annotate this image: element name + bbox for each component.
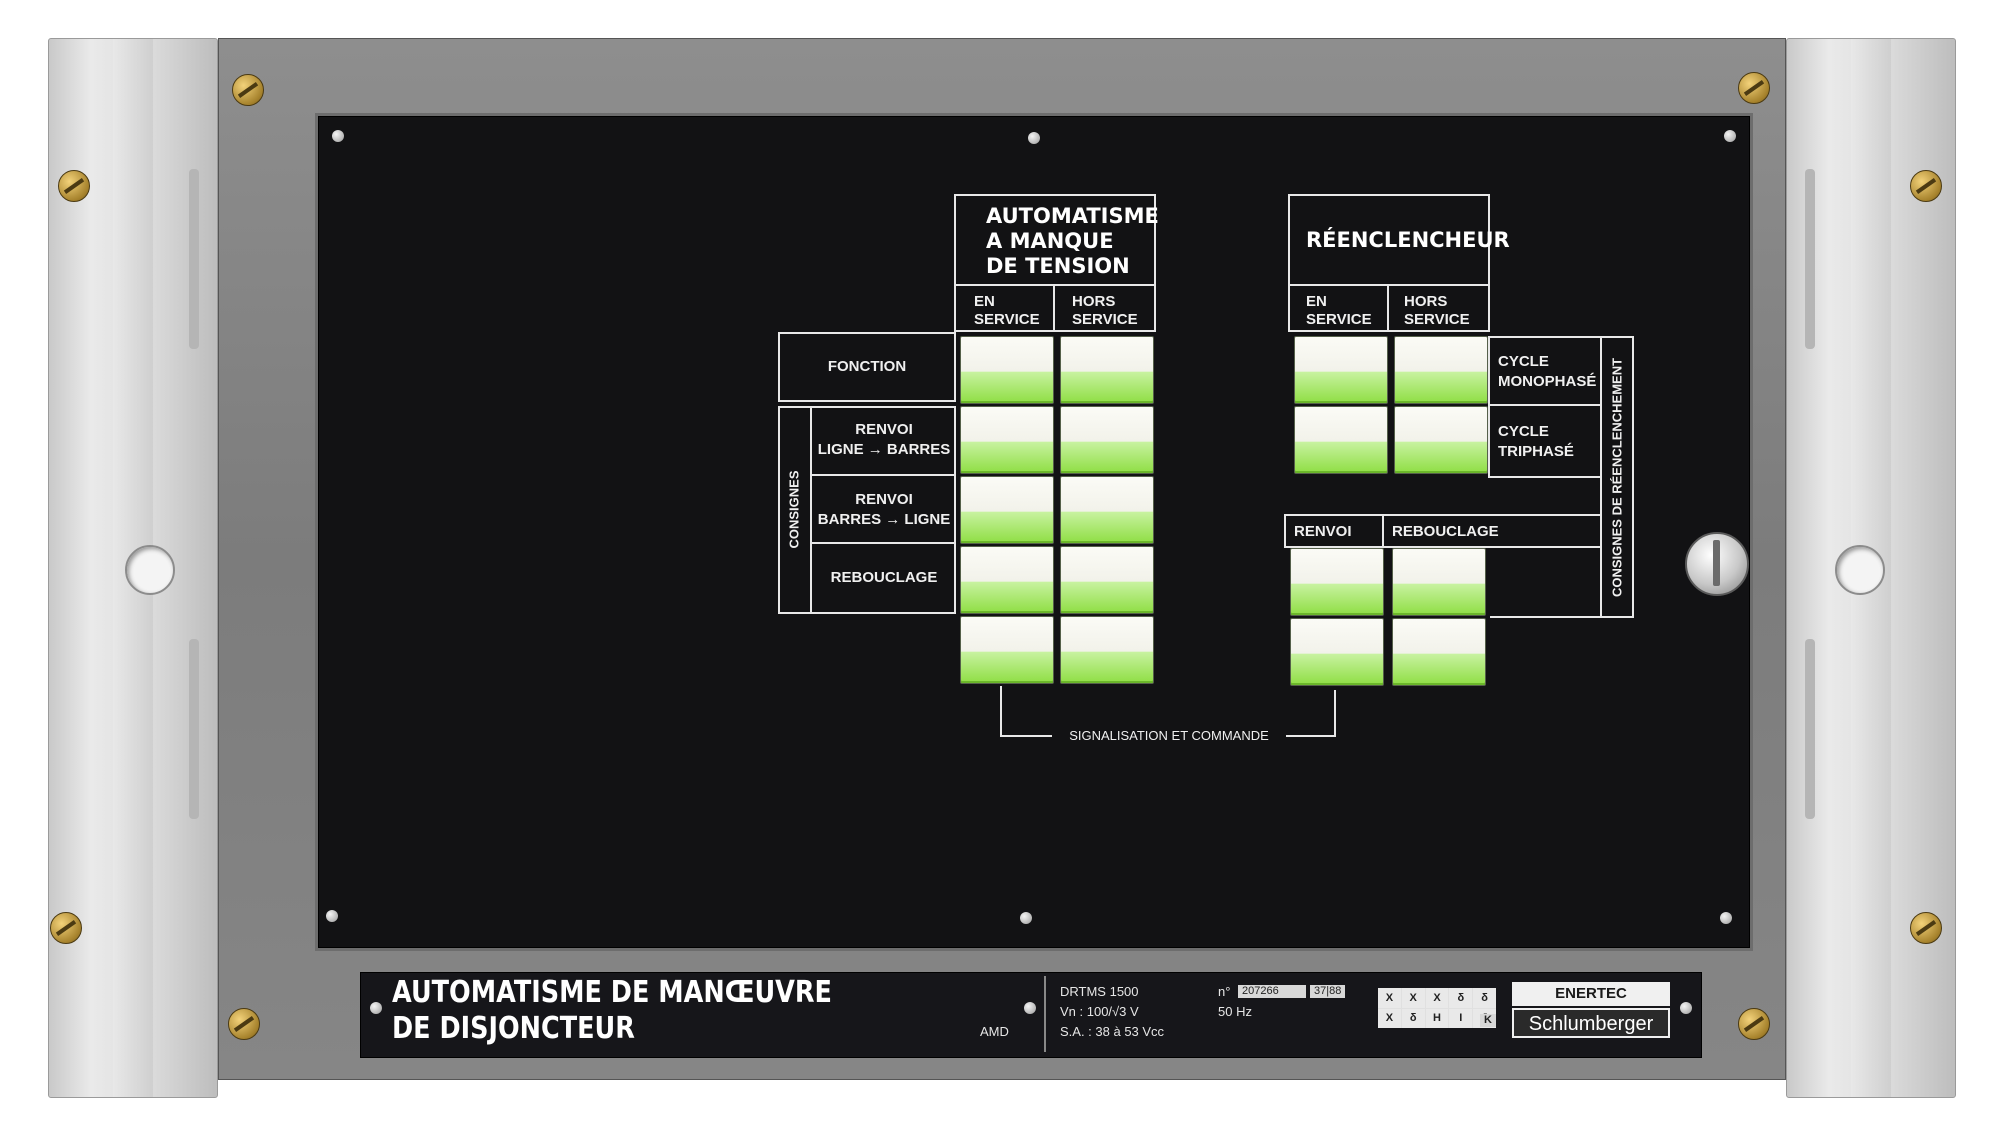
- amt-rebouclage-en-button[interactable]: [960, 546, 1054, 614]
- code-cell: X: [1401, 988, 1425, 1008]
- nameplate-code: AMD: [980, 1024, 1009, 1039]
- reencl-mono-en-button[interactable]: [1294, 336, 1388, 404]
- brand-schlumberger: Schlumberger: [1512, 1008, 1670, 1038]
- consignes-vertical-label: CONSIGNES: [786, 470, 802, 549]
- code-cell: δ: [1401, 1008, 1425, 1028]
- screw: [1738, 1008, 1770, 1040]
- rivet: [1724, 130, 1736, 142]
- rebouclage-left-label: REBOUCLAGE: [830, 569, 938, 586]
- fonction-label-box: [778, 332, 956, 402]
- reencl-hors-label-1: HORS: [1404, 293, 1448, 310]
- nameplate-code-grid: X X X δ δ X δ H I J: [1378, 988, 1496, 1028]
- amt-signal-en-button[interactable]: [960, 616, 1054, 684]
- amt-renvoi-bl-en-button[interactable]: [960, 476, 1054, 544]
- code-cell-extra: K: [1480, 1014, 1496, 1027]
- amt-signal-hors-button[interactable]: [1060, 616, 1154, 684]
- reencl-tri-en-button[interactable]: [1294, 406, 1388, 474]
- renvoi-barres-ligne-2: BARRES → LIGNE: [817, 511, 951, 528]
- renvoi-ligne-barres-2: LIGNE → BARRES: [817, 441, 951, 458]
- right-mounting-hole: [1835, 545, 1885, 595]
- reencl-en-label-1: EN: [1306, 293, 1327, 310]
- amt-hors-label-1: HORS: [1072, 293, 1116, 310]
- renvoi-barres-ligne-1: RENVOI: [855, 491, 913, 508]
- rivet: [1720, 912, 1732, 924]
- consignes-reencl-box: [1600, 336, 1634, 618]
- ear-screw: [50, 912, 82, 944]
- rivet: [1024, 1002, 1036, 1014]
- rivet: [1680, 1002, 1692, 1014]
- reencl-mono-hors-button[interactable]: [1394, 336, 1488, 404]
- nameplate-title-2: DE DISJONCTEUR: [392, 1011, 635, 1046]
- reencl-rebouclage-button-1[interactable]: [1392, 548, 1486, 616]
- screw: [232, 74, 264, 106]
- reencl-tri-hors-button[interactable]: [1394, 406, 1488, 474]
- reencl-en-label-2: SERVICE: [1306, 311, 1372, 328]
- reencl-hors-label-2: SERVICE: [1404, 311, 1470, 328]
- rivet: [370, 1002, 382, 1014]
- amt-renvoi-bl-hors-button[interactable]: [1060, 476, 1154, 544]
- left-mounting-hole: [125, 545, 175, 595]
- nameplate-serial-prefix: n°: [1218, 984, 1231, 999]
- amt-fonction-hors-button[interactable]: [1060, 336, 1154, 404]
- reencl-renvoi-button-1[interactable]: [1290, 548, 1384, 616]
- right-rack-ear: [1786, 38, 1956, 1098]
- rivet: [332, 130, 344, 142]
- brand-enertec: ENERTEC: [1512, 982, 1670, 1006]
- reencl-renvoi-button-2[interactable]: [1290, 618, 1384, 686]
- reencl-column-header: [1288, 284, 1490, 332]
- nameplate-sa: S.A. : 38 à 53 Vcc: [1060, 1024, 1165, 1039]
- nameplate-serial-date: 37|88: [1310, 985, 1346, 998]
- code-cell: X: [1378, 988, 1401, 1008]
- panel-lock-knob[interactable]: [1685, 532, 1749, 596]
- amt-rebouclage-hors-button[interactable]: [1060, 546, 1154, 614]
- screw: [1738, 72, 1770, 104]
- rebouclage-right-label: REBOUCLAGE: [1392, 523, 1499, 540]
- consignes-reencl-vertical-label: CONSIGNES DE RÉENCLENCHEMENT: [1609, 357, 1625, 598]
- ear-screw: [58, 170, 90, 202]
- amt-title-line2: A MANQUE: [986, 229, 1114, 253]
- nameplate-title-1: AUTOMATISME DE MANŒUVRE: [392, 975, 832, 1010]
- nameplate-serial: 207266: [1238, 985, 1306, 998]
- cycle-tri-1: CYCLE: [1498, 423, 1549, 440]
- renvoi-ligne-barres-1: RENVOI: [855, 421, 913, 438]
- amt-renvoi-lb-hors-button[interactable]: [1060, 406, 1154, 474]
- screw: [228, 1008, 260, 1040]
- rivet: [326, 910, 338, 922]
- renvoi-right-label: RENVOI: [1294, 523, 1352, 540]
- nameplate-model: DRTMS 1500: [1060, 984, 1139, 999]
- amt-en-label-1: EN: [974, 293, 995, 310]
- consignes-block: [778, 406, 956, 614]
- nameplate-frequency: 50 Hz: [1218, 1004, 1252, 1019]
- rivet: [1020, 912, 1032, 924]
- code-cell: I: [1449, 1008, 1473, 1028]
- code-cell: H: [1425, 1008, 1449, 1028]
- code-cell: X: [1378, 1008, 1401, 1028]
- amt-title-line1: AUTOMATISME: [986, 204, 1159, 228]
- ear-screw: [1910, 170, 1942, 202]
- rivet: [1028, 132, 1040, 144]
- cycle-tri-2: TRIPHASÉ: [1498, 443, 1574, 460]
- amt-renvoi-lb-en-button[interactable]: [960, 406, 1054, 474]
- amt-column-header: [954, 284, 1156, 332]
- renvoi-rebouclage-header: [1284, 514, 1602, 548]
- amt-en-label-2: SERVICE: [974, 311, 1040, 328]
- code-cell: δ: [1473, 988, 1496, 1008]
- amt-title-line3: DE TENSION: [986, 254, 1130, 278]
- code-cell: δ: [1449, 988, 1473, 1008]
- reencl-rebouclage-button-2[interactable]: [1392, 618, 1486, 686]
- reencl-title: RÉENCLENCHEUR: [1306, 228, 1510, 252]
- signalisation-label: SIGNALISATION ET COMMANDE: [1069, 728, 1269, 743]
- ear-screw: [1910, 912, 1942, 944]
- fonction-label: FONCTION: [827, 358, 907, 375]
- nameplate-vn: Vn : 100/√3 V: [1060, 1004, 1139, 1019]
- code-cell: X: [1425, 988, 1449, 1008]
- amt-hors-label-2: SERVICE: [1072, 311, 1138, 328]
- cycle-mono-2: MONOPHASÉ: [1498, 373, 1597, 390]
- cycle-mono-1: CYCLE: [1498, 353, 1549, 370]
- amt-fonction-en-button[interactable]: [960, 336, 1054, 404]
